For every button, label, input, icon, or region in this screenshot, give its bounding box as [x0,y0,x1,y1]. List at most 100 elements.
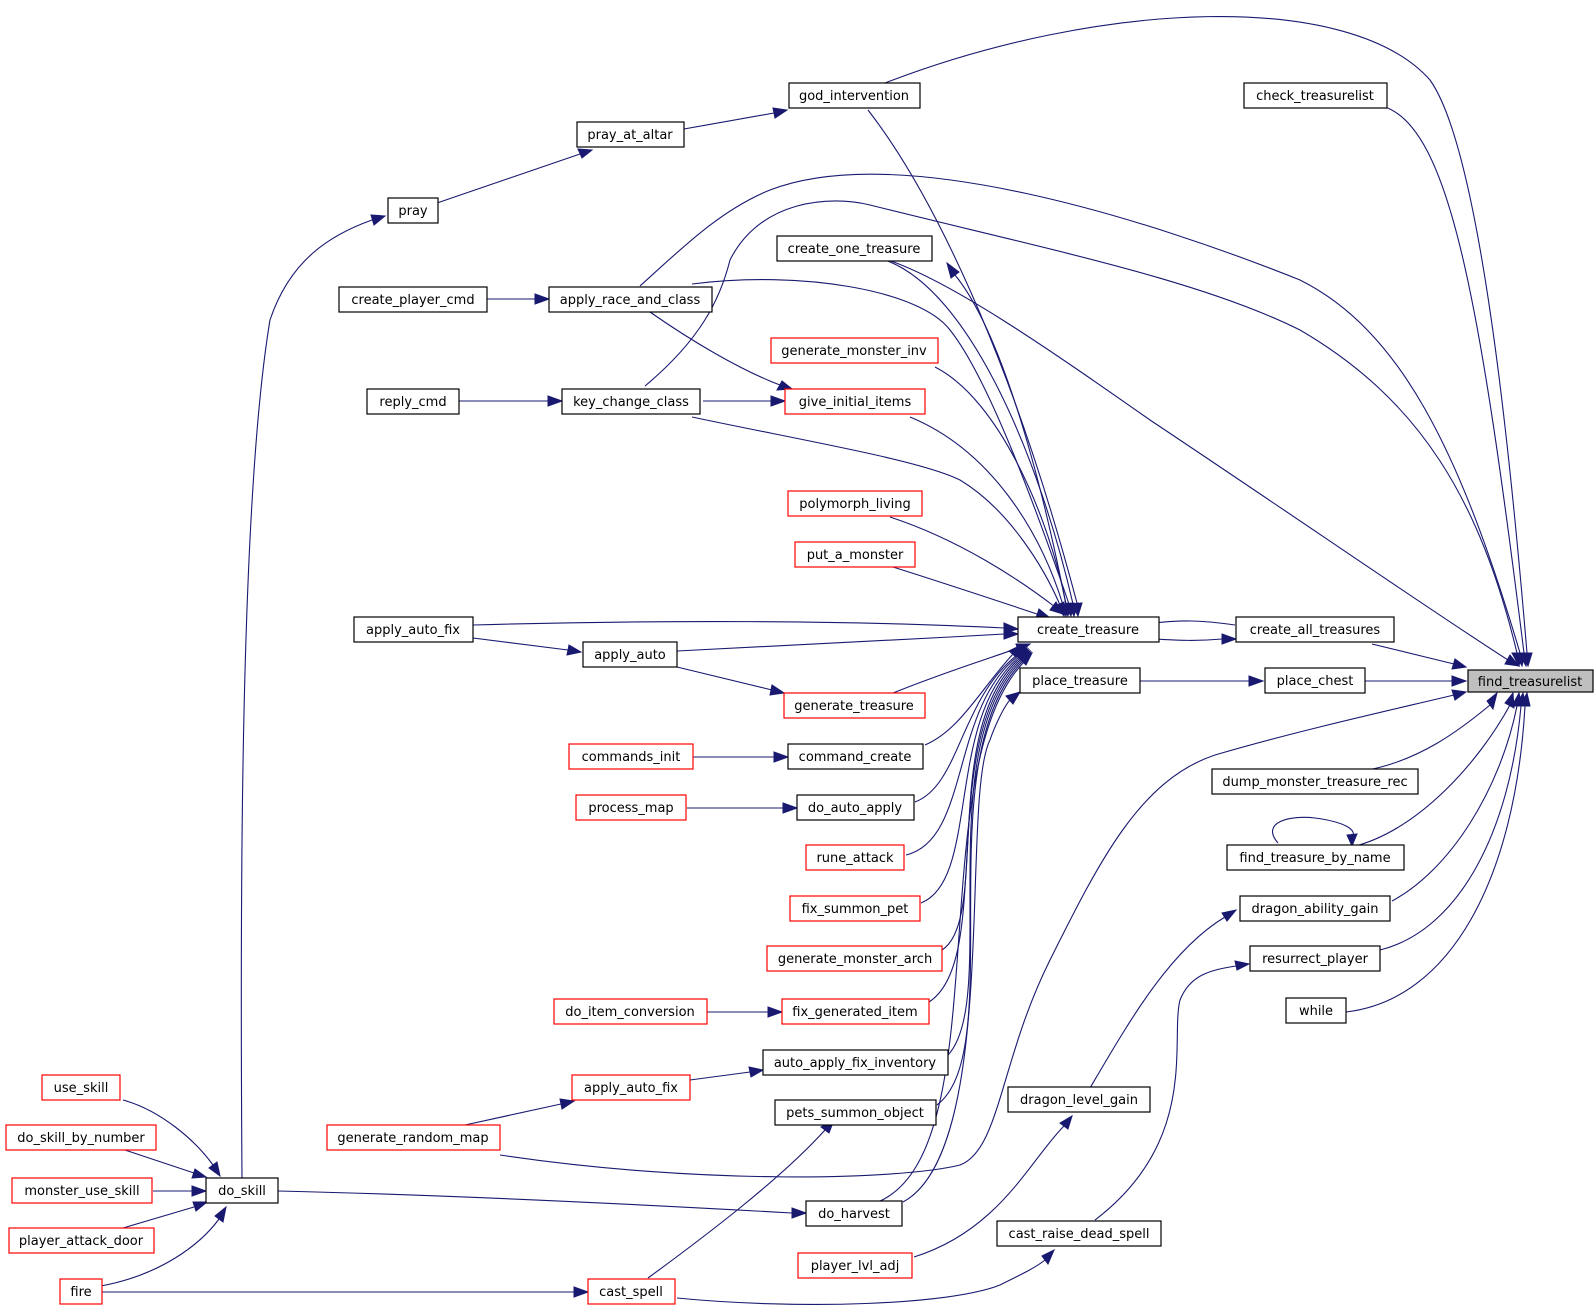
edge-key_change_class-give_initial_items [703,395,787,407]
node-place_chest[interactable]: place_chest [1264,667,1366,694]
edge-while-find_treasurelist [1345,691,1531,1013]
node-process_map[interactable]: process_map [575,794,687,821]
edge-resurrect_player-find_treasurelist [1379,691,1527,951]
edge-put_a_monster-create_treasure [892,566,1052,619]
edge-cast_spell-cast_raise_dead_spell [676,1248,1055,1305]
node-pray[interactable]: pray [387,197,439,224]
node-pray_at_altar[interactable]: pray_at_altar [576,121,685,148]
edge-god_intervention-find_treasurelist [884,15,1533,668]
node-resurrect_player[interactable]: resurrect_player [1249,945,1381,972]
node-create_one_treasure[interactable]: create_one_treasure [776,235,933,262]
node-auto_apply_fix_inventory[interactable]: auto_apply_fix_inventory [762,1049,949,1076]
edge-place_treasure-place_chest [1140,675,1265,687]
svg-text:apply_race_and_class: apply_race_and_class [560,293,701,308]
svg-text:place_treasure: place_treasure [1032,674,1128,689]
svg-text:find_treasurelist: find_treasurelist [1478,675,1582,690]
edge-pray_at_altar-god_intervention [683,107,789,130]
node-key_change_class[interactable]: key_change_class [561,388,701,415]
node-fix_summon_pet[interactable]: fix_summon_pet [789,895,921,922]
edge-give_initial_items-create_treasure [909,416,1069,618]
edge-apply_auto_fix_red-auto_apply_fix_inventory [689,1066,765,1081]
edge-do_skill-do_harvest [277,1190,808,1219]
node-pets_summon_object[interactable]: pets_summon_object [774,1099,937,1126]
edge-create_all_treasures-find_treasurelist [1371,643,1468,670]
svg-text:find_treasure_by_name: find_treasure_by_name [1239,851,1390,866]
node-rune_attack[interactable]: rune_attack [805,844,905,871]
node-apply_auto[interactable]: apply_auto [582,641,678,668]
edge-do_harvest-create_treasure [877,652,1034,1203]
node-give_initial_items[interactable]: give_initial_items [784,388,926,415]
edge-player_attack_door-do_skill [122,1201,209,1229]
edge-find_treasure_by_name-self [1271,816,1358,848]
node-create_all_treasures[interactable]: create_all_treasures [1235,616,1395,643]
svg-text:generate_monster_arch: generate_monster_arch [778,952,932,967]
node-dragon_level_gain[interactable]: dragon_level_gain [1007,1086,1151,1113]
node-create_player_cmd[interactable]: create_player_cmd [338,286,488,313]
edge-commands_init-command_create [693,751,790,763]
edge-process_map-do_auto_apply [687,802,799,814]
node-monster_use_skill[interactable]: monster_use_skill [11,1177,153,1204]
node-generate_treasure[interactable]: generate_treasure [783,692,926,719]
edge-monster_use_skill-do_skill [153,1185,208,1197]
edge-do_item_conversion-fix_generated_item [707,1006,784,1018]
node-generate_monster_inv[interactable]: generate_monster_inv [770,337,939,364]
node-do_auto_apply[interactable]: do_auto_apply [796,794,915,821]
edge-key_change_class-find_treasurelist [644,200,1523,668]
node-apply_auto_fix[interactable]: apply_auto_fix [353,616,474,643]
svg-text:reply_cmd: reply_cmd [379,395,446,410]
node-commands_init[interactable]: commands_init [568,743,694,770]
node-apply_race_and_class[interactable]: apply_race_and_class [548,286,713,313]
svg-text:do_skill: do_skill [218,1184,266,1199]
node-create_treasure[interactable]: create_treasure [1017,616,1160,643]
svg-text:dragon_ability_gain: dragon_ability_gain [1252,902,1379,917]
node-find_treasurelist[interactable]: find_treasurelist [1467,669,1594,693]
node-generate_monster_arch[interactable]: generate_monster_arch [766,945,943,972]
node-player_attack_door[interactable]: player_attack_door [8,1227,155,1254]
node-apply_auto_fix_red[interactable]: apply_auto_fix [571,1074,691,1101]
svg-text:fire: fire [70,1285,91,1300]
svg-text:give_initial_items: give_initial_items [799,395,912,410]
edge-dragon_ability_gain-find_treasurelist [1391,691,1523,902]
edge-use_skill-do_skill [122,1099,221,1178]
node-place_treasure[interactable]: place_treasure [1019,667,1141,694]
svg-text:process_map: process_map [588,801,673,816]
node-fire[interactable]: fire [59,1278,103,1305]
node-cast_spell[interactable]: cast_spell [587,1278,676,1305]
edge-reply_cmd-key_change_class [459,395,564,407]
node-god_intervention[interactable]: god_intervention [788,82,921,109]
node-generate_random_map[interactable]: generate_random_map [326,1124,501,1151]
svg-text:resurrect_player: resurrect_player [1262,952,1369,967]
edge-generate_random_map-find_treasurelist [499,689,1468,1178]
node-polymorph_living[interactable]: polymorph_living [787,490,923,517]
node-dragon_ability_gain[interactable]: dragon_ability_gain [1239,895,1391,922]
node-do_skill_by_number[interactable]: do_skill_by_number [5,1124,157,1151]
svg-text:use_skill: use_skill [54,1081,109,1096]
edge-apply_auto_fix-create_treasure [472,621,1020,634]
svg-text:fix_generated_item: fix_generated_item [792,1005,917,1020]
node-dump_monster_treasure_rec[interactable]: dump_monster_treasure_rec [1211,768,1419,795]
node-do_item_conversion[interactable]: do_item_conversion [553,998,708,1025]
svg-text:apply_auto_fix: apply_auto_fix [584,1081,678,1096]
edge-do_skill-pray [240,214,387,1181]
node-reply_cmd[interactable]: reply_cmd [366,388,460,415]
node-do_harvest[interactable]: do_harvest [805,1200,903,1227]
node-cast_raise_dead_spell[interactable]: cast_raise_dead_spell [996,1220,1162,1247]
node-check_treasurelist[interactable]: check_treasurelist [1243,82,1388,109]
edge-do_harvest-place_treasure [902,691,1022,1203]
edge-find_treasure_by_name-find_treasurelist [1351,691,1515,848]
node-put_a_monster[interactable]: put_a_monster [794,541,916,568]
edge-dump_monster_treasure_rec-find_treasurelist [1367,691,1498,771]
svg-text:dump_monster_treasure_rec: dump_monster_treasure_rec [1222,775,1407,790]
node-fix_generated_item[interactable]: fix_generated_item [781,998,930,1025]
node-while[interactable]: while [1285,997,1347,1024]
svg-text:monster_use_skill: monster_use_skill [24,1184,139,1199]
node-find_treasure_by_name[interactable]: find_treasure_by_name [1226,844,1405,871]
svg-text:check_treasurelist: check_treasurelist [1256,89,1374,104]
node-do_skill[interactable]: do_skill [205,1177,279,1204]
svg-text:do_auto_apply: do_auto_apply [808,801,903,816]
node-player_lvl_adj[interactable]: player_lvl_adj [797,1252,913,1279]
svg-text:player_lvl_adj: player_lvl_adj [811,1259,900,1274]
node-use_skill[interactable]: use_skill [41,1074,121,1101]
node-command_create[interactable]: command_create [787,743,924,770]
